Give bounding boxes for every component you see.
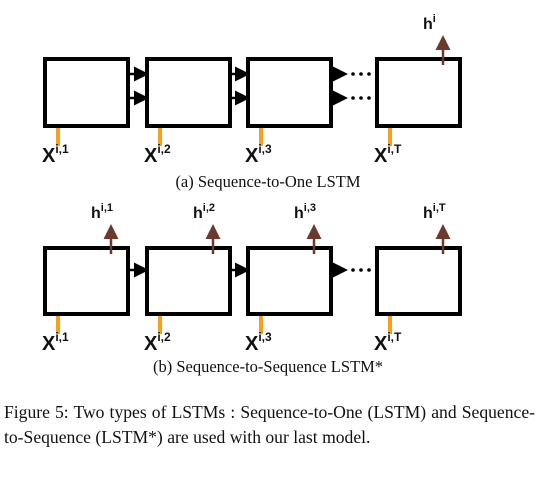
input-label: Xi,1 [42, 330, 69, 355]
input-label: Xi,T [374, 142, 402, 167]
ellipsis-dot [351, 72, 355, 76]
input-label: Xi,2 [144, 142, 171, 167]
input-label: Xi,3 [245, 142, 272, 167]
diagram-sequence-to-one: Xi,1 Xi,2 Xi,3 Xi,T hi (a) Sequence-to-One LS… [42, 13, 462, 191]
input-label: Xi,2 [144, 330, 171, 355]
lstm-cell-1 [43, 57, 130, 128]
output-label: hi,3 [294, 202, 316, 222]
input-label: Xi,T [374, 330, 402, 355]
ellipsis-dot [351, 96, 355, 100]
lstm-cell-2 [145, 57, 232, 128]
subfigure-caption: (b) Sequence-to-Sequence LSTM* [153, 357, 383, 376]
output-label: hi,T [423, 202, 446, 222]
output-label: hi [423, 13, 436, 33]
subfigure-caption: (a) Sequence-to-One LSTM [175, 172, 360, 191]
ellipsis-dot [359, 268, 363, 272]
lstm-cell-3 [246, 57, 333, 128]
ellipsis-dot [359, 72, 363, 76]
ellipsis-dot [367, 268, 371, 272]
diagram-sequence-to-sequence: Xi,1 Xi,2 Xi,3 Xi,T hi,1 hi,2 hi,3 hi,T (b) Sequ… [42, 202, 462, 376]
ellipsis-dot [351, 268, 355, 272]
lstm-cell-4 [375, 57, 462, 128]
lstm-cell-3 [246, 246, 333, 316]
ellipsis-dot [367, 72, 371, 76]
output-label: hi,1 [91, 202, 113, 222]
lstm-cell-1 [43, 246, 130, 316]
input-label: Xi,3 [245, 330, 272, 355]
figure-caption: Figure 5: Two types of LSTMs : Sequence-… [4, 402, 535, 447]
ellipsis-dot [367, 96, 371, 100]
output-label: hi,2 [193, 202, 215, 222]
input-label: Xi,1 [42, 142, 69, 167]
lstm-cell-2 [145, 246, 232, 316]
ellipsis-dot [359, 96, 363, 100]
lstm-cell-4 [375, 246, 462, 316]
